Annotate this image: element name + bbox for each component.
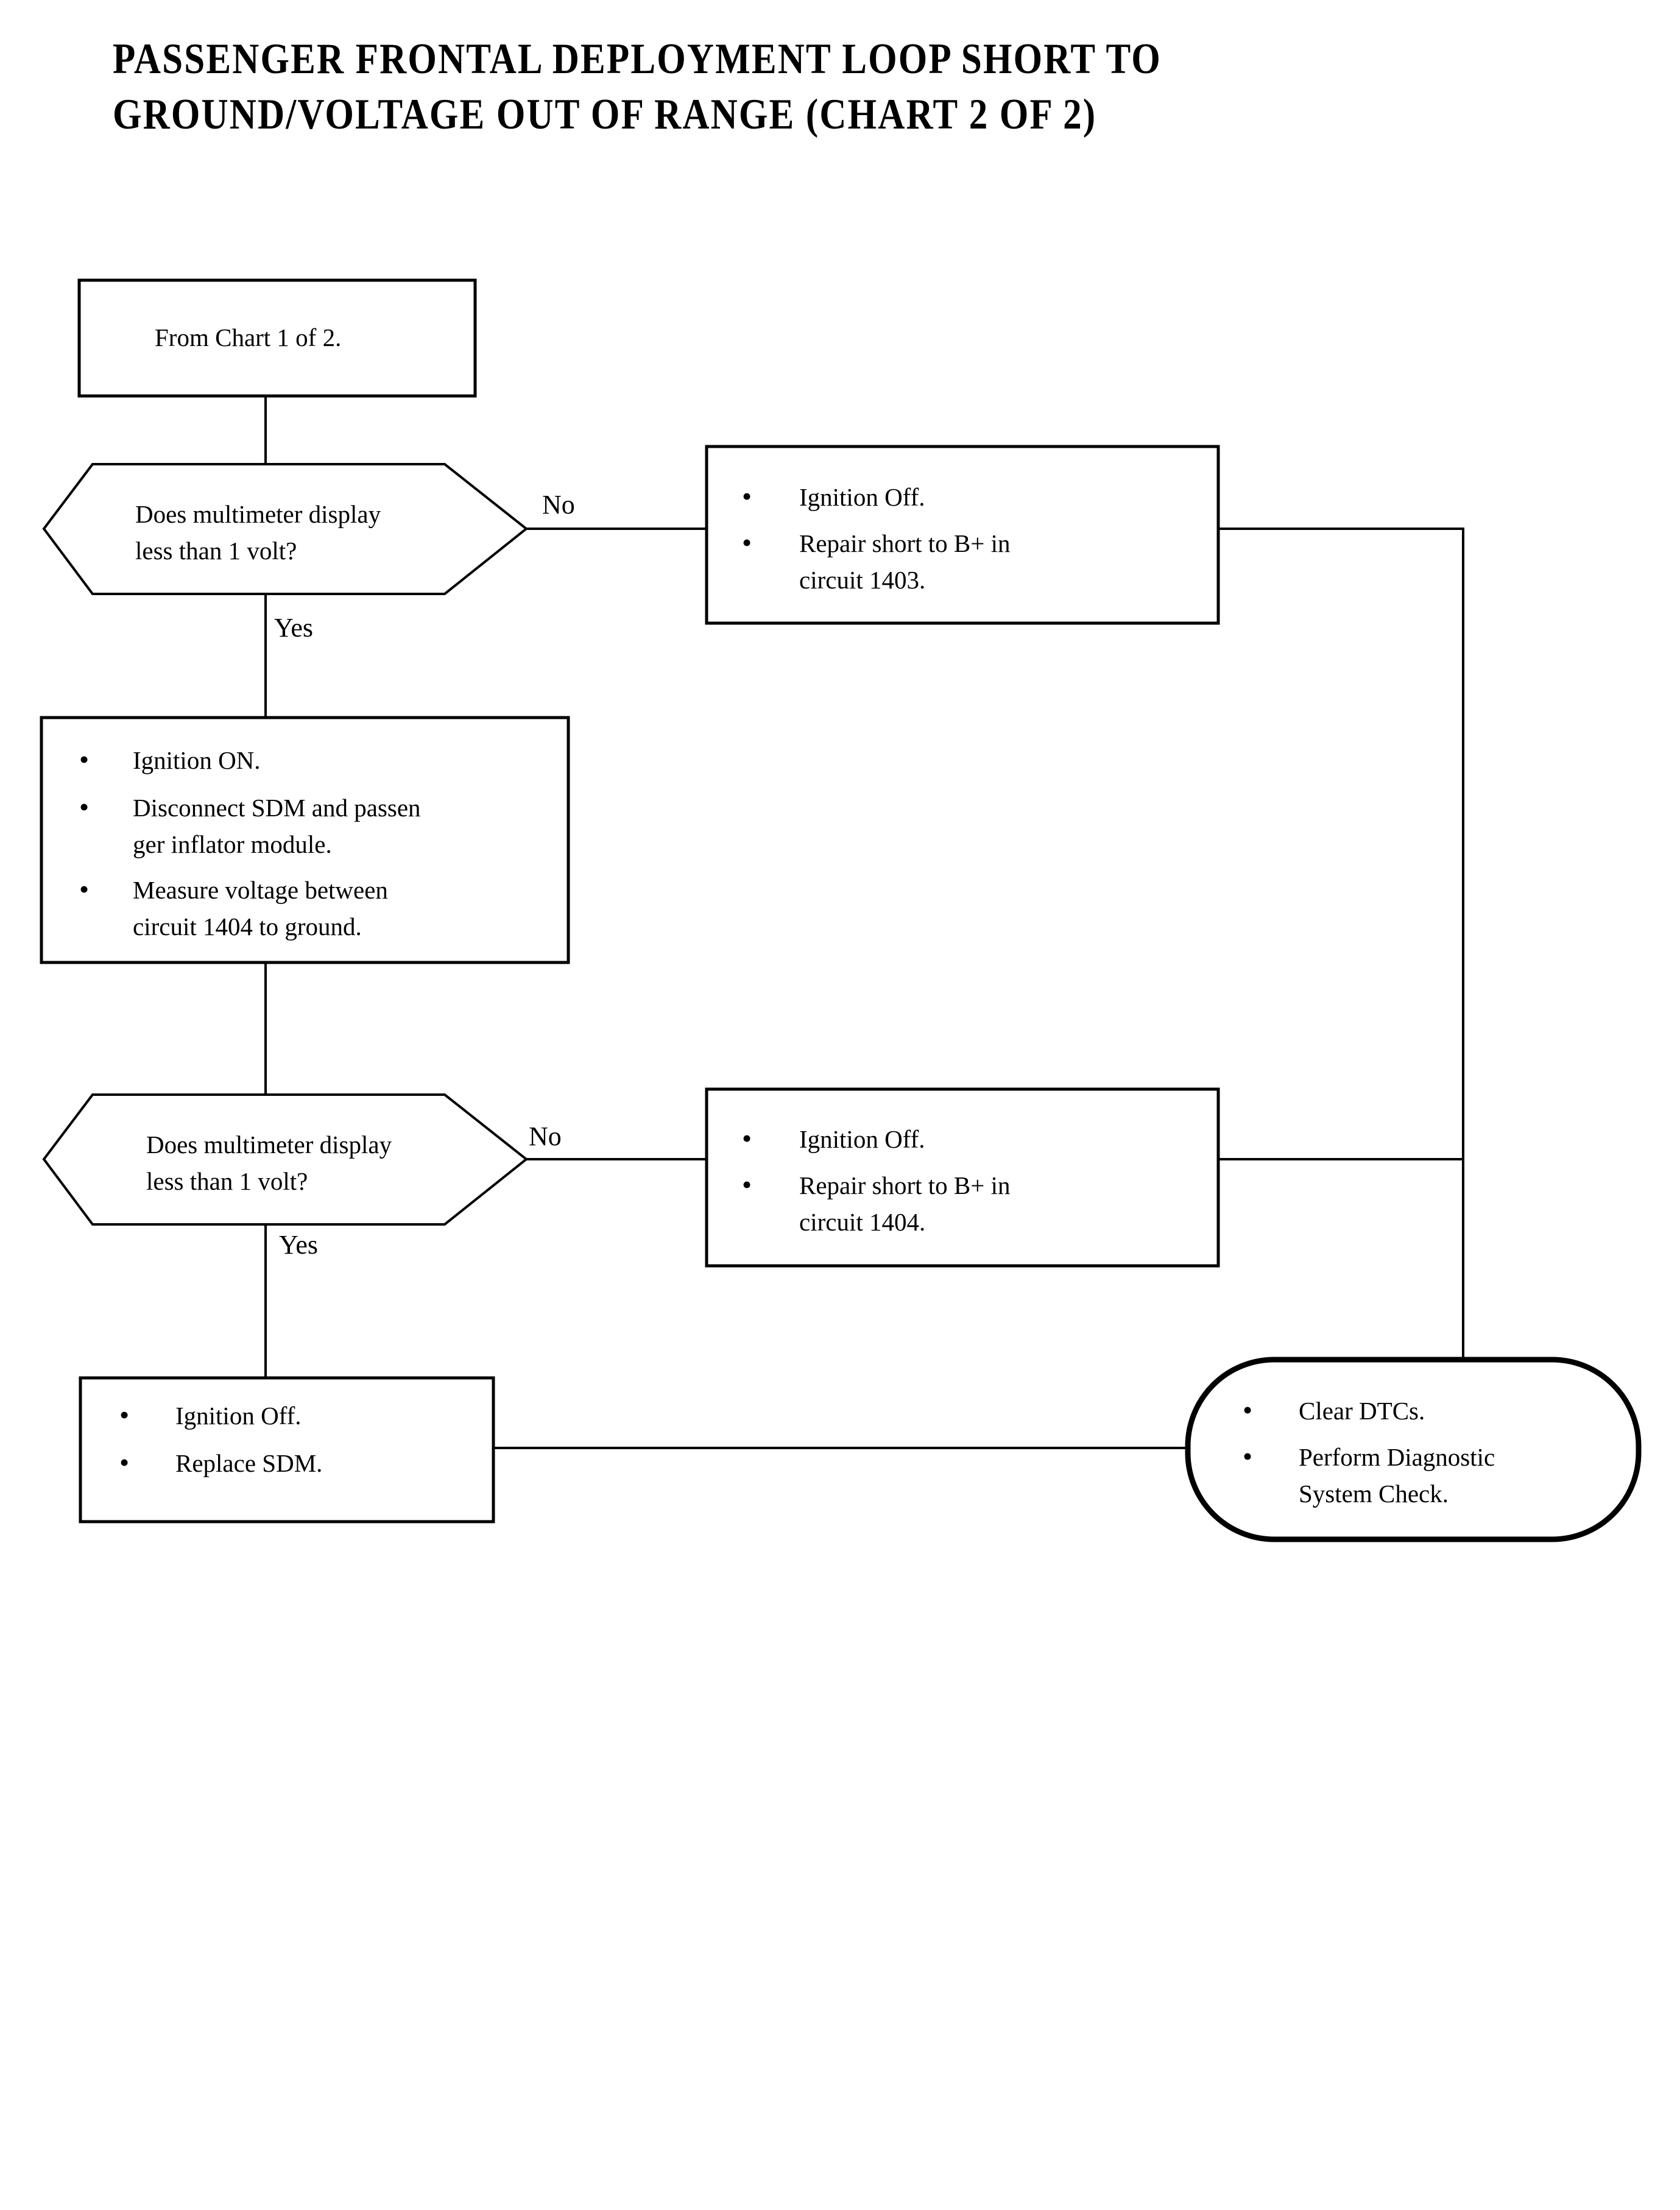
- no-box-2-bullet-2-line-2: circuit 1404.: [799, 1208, 925, 1236]
- node-end-terminal[interactable]: • Clear DTCs. • Perform Diagnostic Syste…: [1185, 1357, 1642, 1542]
- action-box-1-bullet-1-icon: •: [79, 744, 89, 775]
- end-terminal-shape: [1185, 1357, 1642, 1542]
- end-terminal-bullet-2-line-2: System Check.: [1299, 1480, 1449, 1508]
- end-terminal-bullet-2-icon: •: [1243, 1441, 1252, 1472]
- decision2-hexagon-shape: [42, 1093, 529, 1226]
- replace-box-shape: [79, 1376, 495, 1523]
- no-box-1-shape: [705, 445, 1220, 625]
- node-replace-sdm[interactable]: • Ignition Off. • Replace SDM.: [79, 1376, 495, 1523]
- decision2-line-1: Does multimeter display: [146, 1131, 392, 1159]
- no-box-1-bullet-2-line-2: circuit 1403.: [799, 566, 925, 594]
- no-box-1-bullet-2-line-1: Repair short to B+ in: [799, 529, 1011, 557]
- no-box-1-bullet-1-line-1: Ignition Off.: [799, 483, 925, 511]
- action-box-1-bullet-3-line-2: circuit 1404 to ground.: [133, 913, 362, 941]
- decision1-line-2: less than 1 volt?: [135, 537, 297, 565]
- action-box-1-bullet-3-icon: •: [79, 874, 89, 905]
- end-terminal-bullet-2-line-1: Perform Diagnostic: [1299, 1443, 1495, 1471]
- decision2-line-2: less than 1 volt?: [146, 1167, 308, 1195]
- node-no-box-1[interactable]: • Ignition Off. • Repair short to B+ in …: [705, 445, 1220, 625]
- decision1-hexagon-shape: [42, 463, 529, 595]
- node-start[interactable]: From Chart 1 of 2.: [77, 278, 477, 398]
- no-box-2-bullet-1-icon: •: [742, 1123, 752, 1154]
- replace-box-bullet-2-icon: •: [119, 1447, 129, 1478]
- action-box-1-bullet-3-line-1: Measure voltage between: [133, 876, 388, 904]
- end-terminal-bullet-1-icon: •: [1243, 1394, 1252, 1425]
- no-box-2-bullet-2-icon: •: [742, 1169, 752, 1200]
- no-box-1-bullet-2-icon: •: [742, 527, 752, 558]
- replace-box-bullet-2-line-1: Replace SDM.: [175, 1449, 322, 1477]
- branch-label-no-2: No: [529, 1121, 562, 1151]
- branch-label-yes-1: Yes: [274, 613, 313, 643]
- action-box-1-bullet-1-line-1: Ignition ON.: [133, 746, 261, 774]
- node-decision-2[interactable]: Does multimeter display less than 1 volt…: [42, 1093, 529, 1226]
- node-decision-1[interactable]: Does multimeter display less than 1 volt…: [42, 463, 529, 595]
- no-box-2-bullet-2-line-1: Repair short to B+ in: [799, 1171, 1011, 1199]
- start-box-text: From Chart 1 of 2.: [155, 323, 341, 351]
- page-title: PASSENGER FRONTAL DEPLOYMENT LOOP SHORT …: [113, 35, 1162, 138]
- branch-label-yes-2: Yes: [279, 1230, 318, 1260]
- decision1-line-1: Does multimeter display: [135, 500, 381, 528]
- no-box-2-bullet-1-line-1: Ignition Off.: [799, 1125, 925, 1153]
- branch-label-no-1: No: [542, 490, 575, 520]
- no-box-1-bullet-1-icon: •: [742, 481, 752, 512]
- action-box-1-bullet-2-icon: •: [79, 791, 89, 822]
- node-no-box-2[interactable]: • Ignition Off. • Repair short to B+ in …: [705, 1087, 1220, 1268]
- replace-box-bullet-1-icon: •: [119, 1399, 129, 1430]
- start-box-shape: [77, 278, 477, 398]
- no-box-2-shape: [705, 1087, 1220, 1268]
- action-box-1-shape: [40, 716, 570, 964]
- end-terminal-bullet-1-line-1: Clear DTCs.: [1299, 1397, 1425, 1425]
- action-box-1-bullet-2-line-1: Disconnect SDM and passen: [133, 794, 421, 822]
- node-action-box-1[interactable]: • Ignition ON. • Disconnect SDM and pass…: [40, 716, 570, 964]
- replace-box-bullet-1-line-1: Ignition Off.: [175, 1402, 302, 1430]
- connector-layer: [264, 396, 1464, 1449]
- action-box-1-bullet-2-line-2: ger inflator module.: [133, 830, 332, 858]
